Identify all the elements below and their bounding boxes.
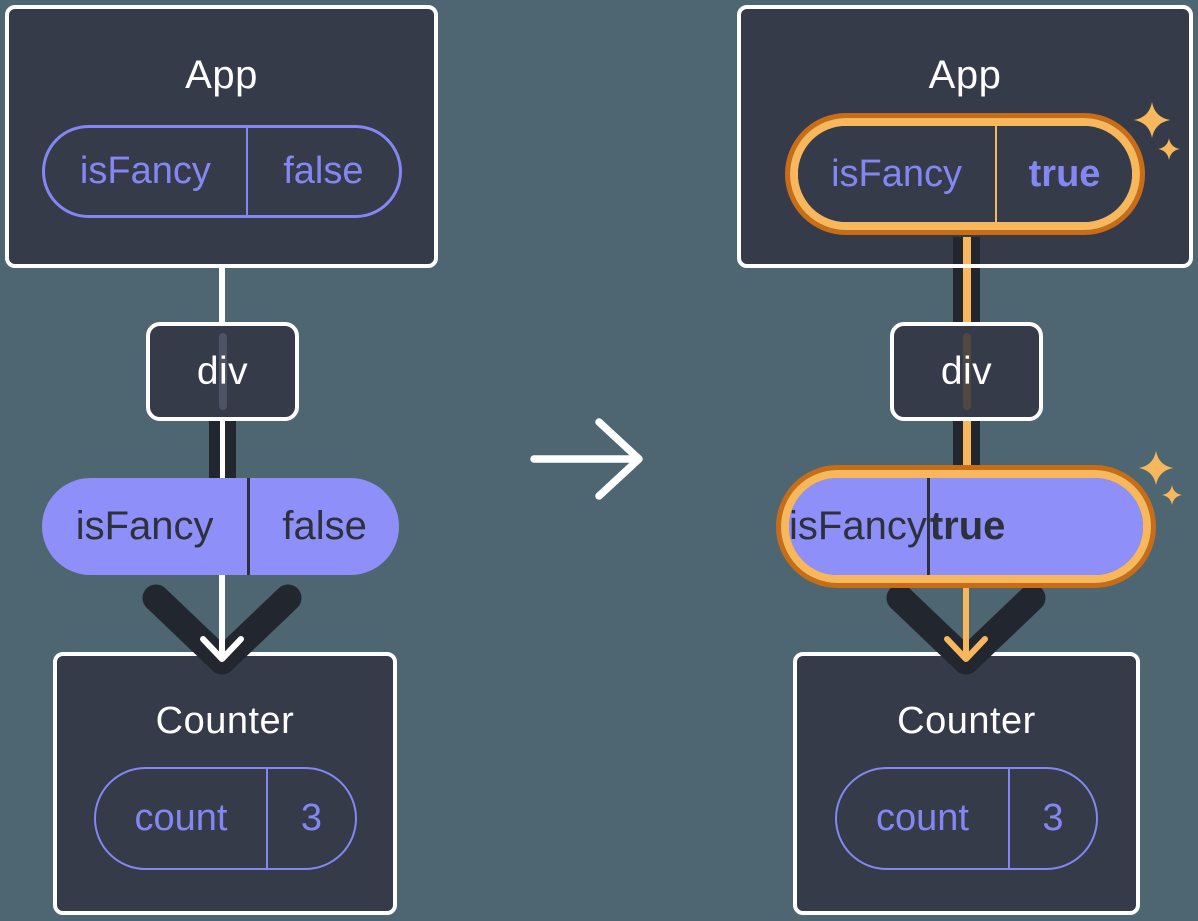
state-pill-count-after: count 3	[835, 767, 1098, 870]
prop-value: false	[247, 478, 399, 575]
sparkle-icon	[1158, 138, 1180, 160]
highlight-ring-inner: isFancy true	[790, 118, 1140, 230]
pass-through-line	[962, 333, 971, 410]
highlight-ring: isFancy true	[776, 465, 1156, 588]
component-title: Counter	[897, 700, 1036, 742]
component-title: div	[940, 350, 993, 393]
prop-pill-isfancy-after: isFancy true	[789, 478, 1143, 575]
state-key: isFancy	[831, 152, 962, 195]
state-key: count	[875, 797, 969, 839]
sparkle-icon	[1162, 485, 1182, 505]
app-card-after: App isFancy true	[737, 5, 1193, 268]
right-arrow-icon	[530, 418, 643, 500]
down-arrow-icon	[886, 572, 1046, 675]
state-pill-isfancy-before: isFancy false	[41, 125, 402, 218]
state-key: count	[134, 797, 228, 839]
prop-key: isFancy	[789, 504, 927, 548]
connector-app-to-div-before	[219, 266, 225, 326]
sparkle-icon	[1133, 101, 1171, 139]
app-card-before: App isFancy false	[5, 5, 438, 268]
component-title: App	[928, 53, 1002, 97]
div-card-before: div	[146, 322, 299, 421]
updated-core-line	[962, 237, 971, 264]
div-card-after: div	[890, 322, 1043, 421]
prop-pill-isfancy-before: isFancy false	[42, 478, 399, 575]
connector-app-to-div-after	[953, 264, 980, 330]
state-key: isFancy	[79, 150, 211, 192]
highlight-ring-inner: isFancy true	[781, 470, 1151, 583]
component-title: div	[196, 350, 249, 393]
connector-pill-to-card-edge-after	[953, 237, 980, 264]
state-value: 3	[1007, 769, 1096, 868]
updated-core-line	[962, 264, 971, 330]
highlight-ring: isFancy true	[785, 113, 1145, 235]
prop-value: true	[926, 478, 1005, 575]
sparkle-icon	[1138, 450, 1174, 486]
pass-through-line	[218, 333, 227, 410]
updated-core-line	[962, 419, 971, 480]
state-value: true	[995, 126, 1132, 222]
state-pill-isfancy-after: isFancy true	[798, 126, 1132, 222]
down-arrow-icon	[142, 572, 302, 675]
counter-card-after: Counter count 3	[793, 652, 1140, 915]
prop-key: isFancy	[75, 504, 214, 548]
state-core-line	[220, 419, 225, 480]
counter-card-before: Counter count 3	[53, 652, 397, 915]
state-value: 3	[266, 769, 354, 868]
state-value: false	[246, 128, 398, 215]
component-title: Counter	[155, 700, 295, 742]
state-pill-count-before: count 3	[93, 767, 357, 870]
connector-div-to-prop-before	[209, 419, 236, 480]
component-title: App	[185, 53, 258, 97]
